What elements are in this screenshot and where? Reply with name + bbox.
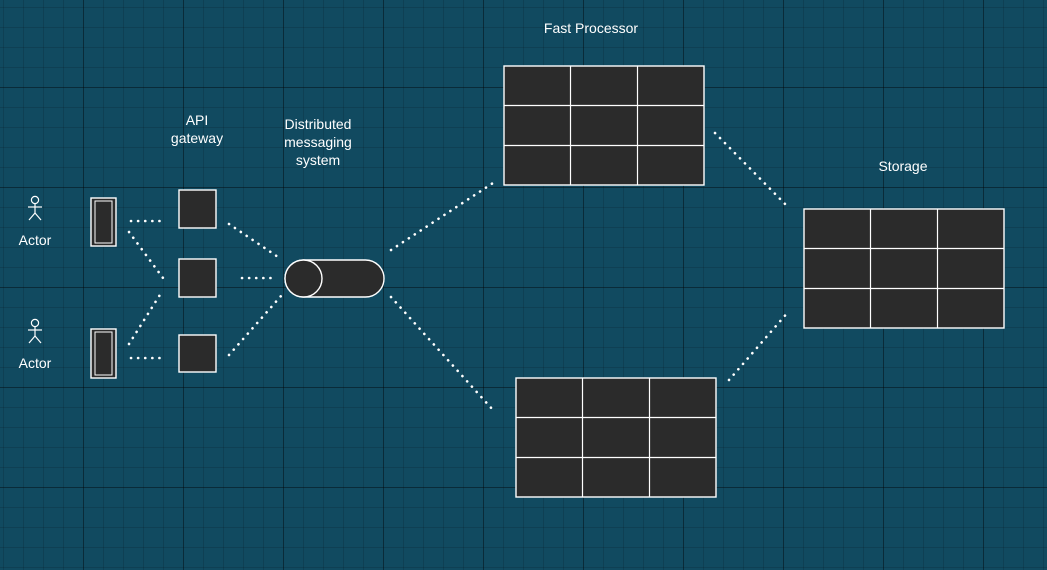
actor-1-label: Actor: [19, 232, 52, 248]
messaging-label-line2: messaging: [284, 134, 352, 150]
storage-label: Storage: [878, 158, 927, 174]
connector-queue-processor2: [389, 295, 495, 412]
messaging-label-line1: Distributed: [285, 116, 352, 132]
client-device-1[interactable]: [90, 197, 117, 247]
fast-processor-table[interactable]: [503, 65, 705, 186]
api-gateway-label-line1: API: [186, 112, 209, 128]
api-gateway-node-1[interactable]: [178, 189, 217, 229]
fast-processor-label: Fast Processor: [544, 20, 638, 36]
table-grid-icon: [803, 208, 1005, 329]
actor-1: Actor: [19, 195, 52, 248]
actor-2: Actor: [19, 318, 52, 371]
connector-client2-cross: [127, 288, 165, 346]
connector-client1-cross: [127, 230, 165, 280]
connectors: [127, 131, 791, 412]
api-gateway-label-line2: gateway: [171, 130, 223, 146]
api-gateway-node-2[interactable]: [178, 258, 217, 298]
connector-processor2-storage: [727, 309, 791, 382]
api-gateway-node-3[interactable]: [178, 334, 217, 373]
processor-2-table[interactable]: [515, 377, 717, 498]
stick-figure-icon: [28, 318, 42, 344]
connector-gateway3-queue: [227, 294, 283, 357]
stick-figure-icon: [28, 195, 42, 221]
actor-2-label: Actor: [19, 355, 52, 371]
table-grid-icon: [503, 65, 705, 186]
connector-gateway1-queue: [227, 222, 283, 261]
client-device-2[interactable]: [90, 328, 117, 379]
messaging-queue[interactable]: [284, 259, 385, 298]
connector-fastprocessor-storage: [713, 131, 791, 210]
messaging-label-line3: system: [296, 152, 340, 168]
storage-table[interactable]: [803, 208, 1005, 329]
table-grid-icon: [515, 377, 717, 498]
connector-queue-fastprocessor: [389, 181, 495, 252]
